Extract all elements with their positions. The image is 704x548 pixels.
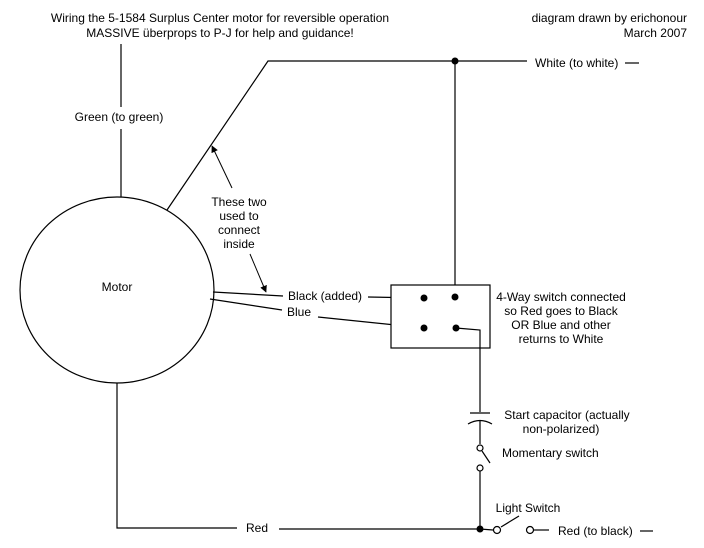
white-wire: [166, 60, 527, 211]
credit-line1: diagram drawn by erichonour: [532, 11, 687, 25]
four-way-switch-box: [390, 284, 491, 349]
credit-line2: March 2007: [624, 26, 688, 40]
momentary-contact-bottom: [476, 464, 484, 472]
light-switch-lever: [500, 515, 520, 528]
blue-wire-label: Blue: [287, 305, 311, 319]
capacitor-label-line2: non-polarized): [523, 422, 600, 436]
annotation-line1: These two: [211, 195, 267, 209]
black-wire-motor: [212, 291, 284, 297]
annotation-arrow-down: [249, 253, 267, 293]
light-switch-contact-right: [525, 525, 535, 535]
blue-wire-motor: [209, 298, 283, 311]
motor-label: Motor: [102, 280, 133, 294]
green-wire-label: Green (to green): [75, 110, 164, 124]
red-to-black-label: Red (to black): [558, 524, 633, 538]
momentary-switch-label: Momentary switch: [502, 446, 599, 460]
switch-desc-line1: 4-Way switch connected: [496, 290, 626, 304]
diagram-title-line2: MASSIVE überprops to P-J for help and gu…: [86, 26, 354, 40]
switch-terminal-black: [420, 294, 428, 302]
light-switch-label: Light Switch: [496, 501, 561, 515]
red-wire-label: Red: [246, 521, 268, 535]
light-switch-contact-left: [492, 525, 502, 535]
red-switch-wire: [455, 327, 481, 412]
light-switch-lead: [479, 528, 494, 531]
switch-desc-line4: returns to White: [519, 332, 604, 346]
annotation-line4: inside: [223, 237, 255, 251]
annotation-line2: used to: [219, 209, 259, 223]
annotation-arrow-up: [211, 145, 233, 189]
momentary-switch-lever: [481, 450, 491, 464]
capacitor-label-line1: Start capacitor (actually: [504, 408, 629, 422]
momentary-contact-top: [476, 444, 484, 452]
white-wire-label: White (to white): [535, 56, 618, 70]
red-wire-motor: [116, 383, 237, 529]
diagram-title-line1: Wiring the 5-1584 Surplus Center motor f…: [51, 11, 389, 25]
switch-terminal-white: [451, 293, 459, 301]
switch-terminal-blue: [420, 324, 428, 332]
switch-desc-line3: OR Blue and other: [511, 318, 610, 332]
annotation-line3: connect: [218, 223, 261, 237]
switch-desc-line2: so Red goes to Black: [504, 304, 618, 318]
black-wire-label: Black (added): [288, 289, 362, 303]
